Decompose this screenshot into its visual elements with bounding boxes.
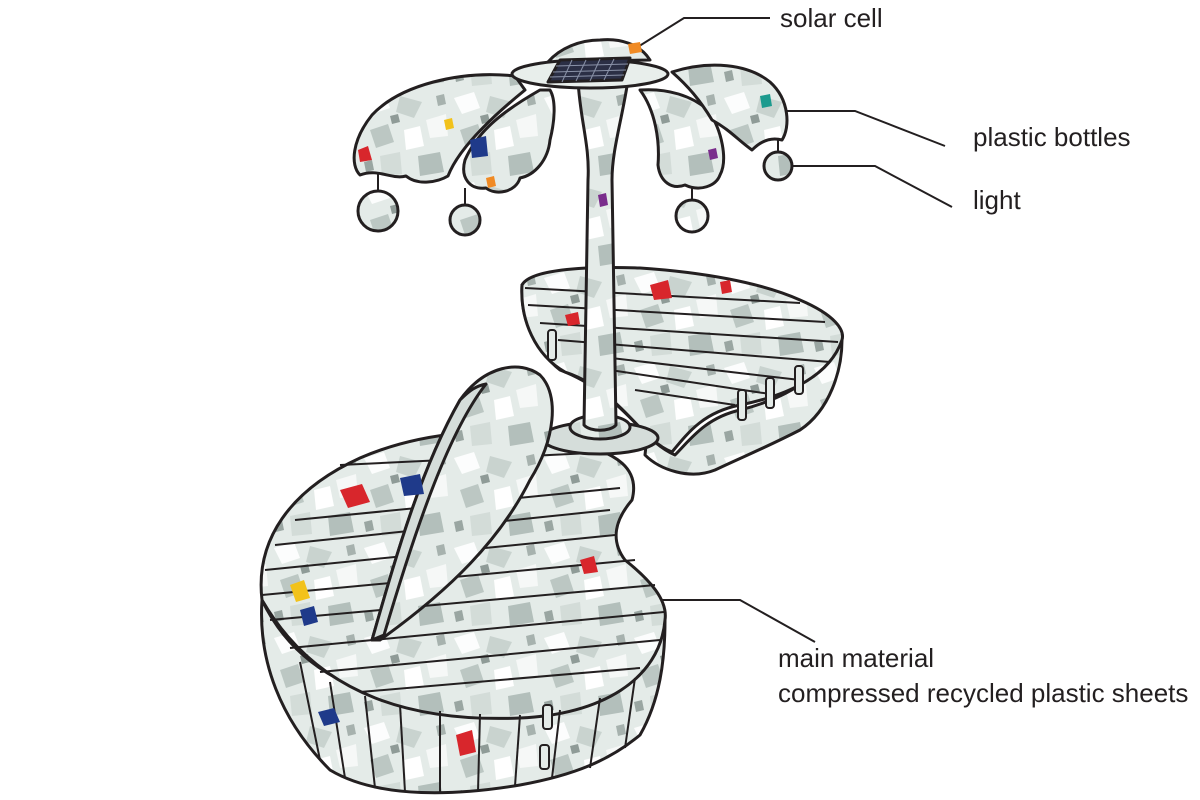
post-column — [576, 78, 630, 432]
main-material-line1: main material — [778, 643, 935, 673]
light-bulb — [762, 150, 794, 182]
bench-color-flecks — [290, 193, 732, 756]
lower-bench-ribs — [299, 661, 636, 794]
upper-bench-fasteners — [547, 329, 804, 421]
solar-cell-grid — [549, 58, 629, 83]
petal-right — [670, 63, 789, 152]
petal-left-center — [462, 88, 556, 194]
lights — [356, 140, 794, 237]
leader-lines — [624, 17, 953, 643]
main-material-leader — [655, 599, 816, 643]
main-material-label: main material compressed recycled plasti… — [778, 641, 1188, 711]
plastic-bottles-leader — [778, 110, 946, 147]
solar-cell-leader — [624, 17, 770, 56]
light-bulb — [356, 189, 400, 233]
solar-cell-label: solar cell — [780, 3, 883, 33]
main-material-line2: compressed recycled plastic sheets — [778, 678, 1189, 709]
plastic-bottles-label: plastic bottles — [973, 122, 1131, 152]
petal-back — [546, 38, 652, 64]
light-label: light — [973, 185, 1021, 215]
backrest-edge — [370, 382, 488, 642]
lower-bench-fasteners — [539, 704, 553, 770]
canopy — [352, 38, 789, 194]
canopy-hub — [510, 56, 670, 90]
bottle-color-flecks — [358, 42, 772, 188]
light-leader — [790, 165, 953, 208]
lamp-post — [540, 78, 660, 456]
light-bulb — [674, 198, 710, 234]
light-bulb — [448, 203, 482, 237]
backrest — [370, 365, 554, 642]
